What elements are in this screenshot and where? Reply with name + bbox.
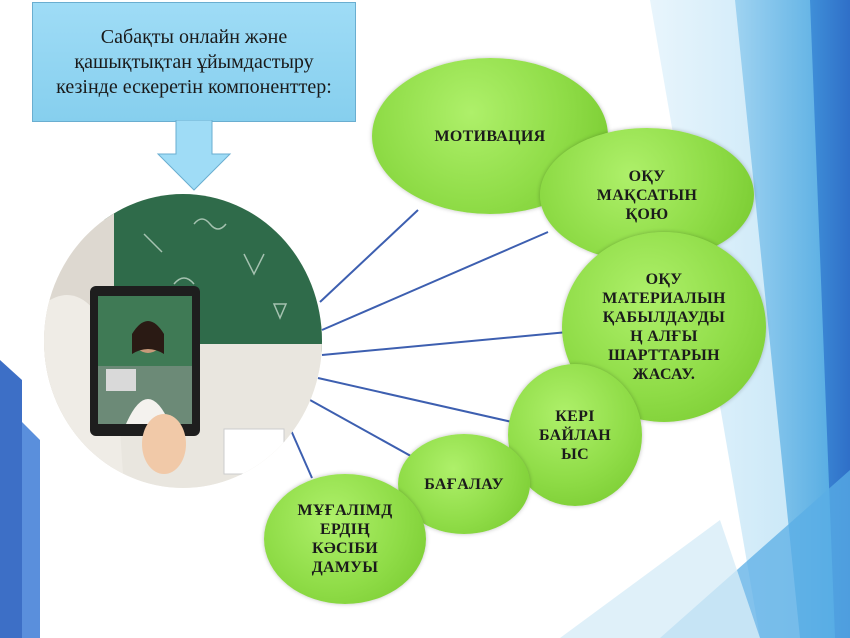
node-feedback-label: КЕРІ БАЙЛАН ЫС [538,407,612,463]
node-prerequisites-label: ОҚУ МАТЕРИАЛЫН ҚАБЫЛДАУДЫ Ң АЛҒЫ ШАРТТАР… [602,271,726,383]
title-text: Сабақты онлайн және қашықтықтан ұйымдаст… [56,25,332,98]
teacher-video-call-photo [44,194,322,488]
bg-bottom-triangle-2 [560,520,760,638]
node-motivation-label: МОТИВАЦИЯ [434,127,546,145]
connector-motivation [319,209,419,303]
bg-dark-panel [810,0,850,638]
node-goal-label: ОҚУ МАҚСАТЫН ҚОЮ [596,167,698,223]
node-teacher-dev: МҰҒАЛІМД ЕРДІҢ КӘСІБИ ДАМУЫ [264,474,426,604]
connector-feedback [317,377,513,423]
connector-prerequisites [321,331,569,356]
connector-teacher-dev [289,427,313,479]
photo-illustration-icon [44,194,322,488]
node-assessment-label: БАҒАЛАУ [424,475,504,493]
node-feedback: КЕРІ БАЙЛАН ЫС [508,364,642,506]
connector-goal [321,231,549,331]
connector-assessment [309,399,419,461]
bg-left-strip-2 [0,360,22,638]
down-arrow-icon [156,120,232,191]
node-teacher-dev-label: МҰҒАЛІМД ЕРДІҢ КӘСІБИ ДАМУЫ [297,502,393,576]
